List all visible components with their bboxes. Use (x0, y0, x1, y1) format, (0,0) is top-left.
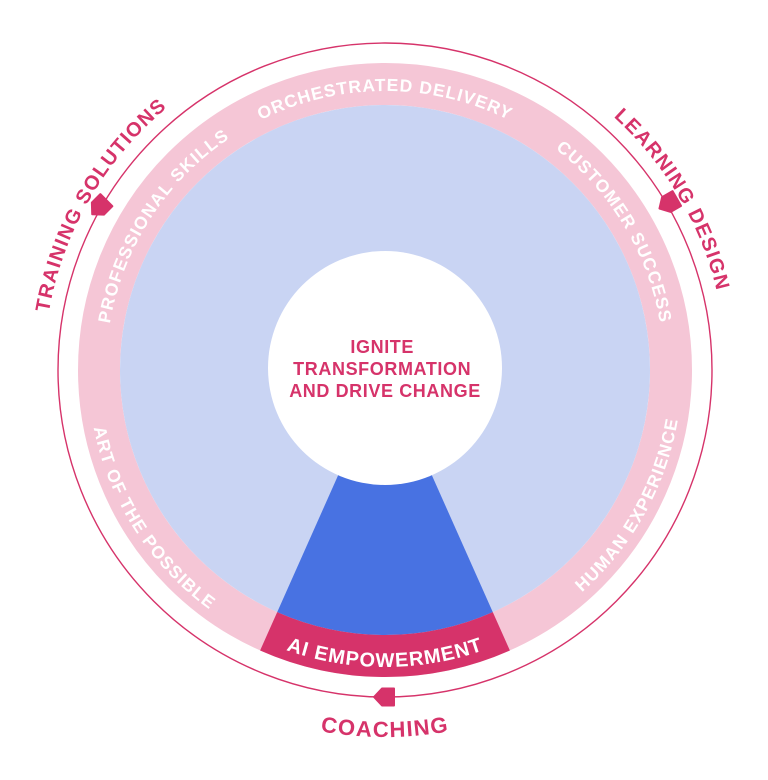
outer-label-coaching: COACHING (320, 712, 451, 742)
outer-label-coaching-text: COACHING (320, 712, 450, 742)
center-message-line2: TRANSFORMATION (293, 359, 471, 379)
center-message-line1: IGNITE (350, 337, 414, 357)
orbit-marker-training-solutions (90, 193, 114, 216)
orbit-marker-coaching (373, 687, 395, 707)
spotlight-wedge (277, 370, 493, 636)
orbit-marker-learning-design (658, 190, 683, 213)
center-circle (268, 251, 502, 485)
center-message: IGNITE TRANSFORMATION AND DRIVE CHANGE (289, 337, 481, 401)
highlighted-segment (260, 612, 510, 678)
center-message-line3: AND DRIVE CHANGE (289, 381, 481, 401)
